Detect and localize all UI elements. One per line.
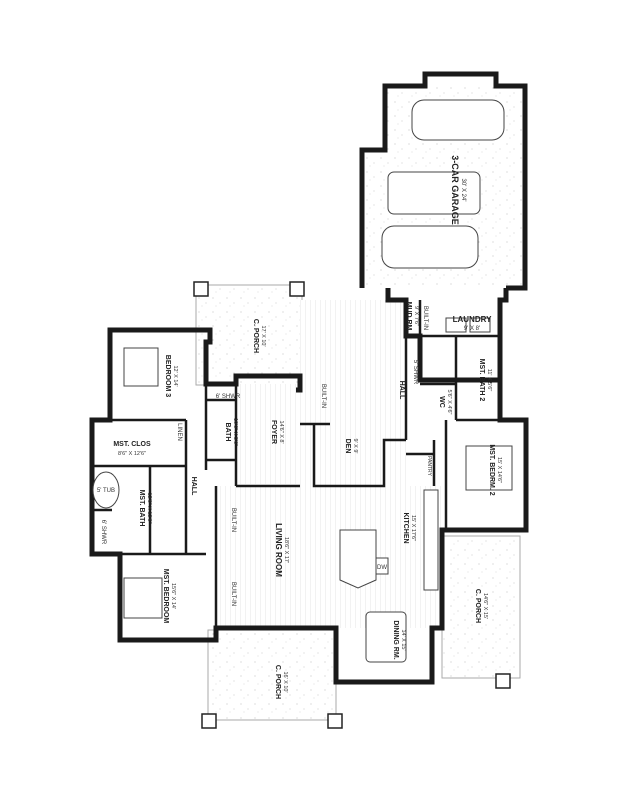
mstbath-label: MST. BATH	[138, 490, 145, 527]
garage-dims: 30' X 24'	[460, 179, 466, 202]
main-exterior-wall	[89, 288, 529, 685]
shower-note-bath2: 5' SHWR	[412, 360, 418, 385]
mstclos-label: MST. CLOS	[113, 441, 151, 448]
porch-top-label: C. PORCH	[252, 319, 259, 353]
washer	[445, 317, 467, 333]
builtin-note-living1: BUILT-IN	[230, 508, 236, 532]
linen-note: LINEN	[176, 423, 182, 441]
builtin-note-mud: BUILT-IN	[422, 306, 428, 330]
porch-bottom-area	[207, 629, 337, 721]
porch-bottom-dims: 16' X 10'	[282, 671, 288, 692]
wc-label: WC	[438, 396, 445, 408]
dishwasher	[375, 557, 389, 575]
foyer-label: FOYER	[270, 420, 277, 444]
porch-bottom-label: C. PORCH	[274, 665, 281, 699]
porch-top-dims: 17' X 10'	[260, 325, 266, 346]
kitchen-label: KITCHEN	[402, 512, 409, 543]
mstbedroom-label: MST. BEDROOM	[162, 569, 169, 624]
dining-table	[365, 611, 407, 663]
bed-mstbedrm2	[465, 445, 513, 491]
mstbath2-label: MST. BATH 2	[478, 359, 485, 402]
wall-den	[312, 424, 406, 488]
mstbath-dims: 12'6" X 12'6"	[146, 492, 152, 523]
hall-left-label: HALL	[190, 477, 197, 496]
dining-label: DINING RM.	[392, 620, 399, 659]
tub-note: 5' TUB	[97, 488, 115, 494]
living-dims: 18'6" X 17'	[283, 537, 289, 563]
wc-dims: 5'6" X 4'6"	[446, 390, 452, 415]
den-dims: 9' X 9'	[352, 439, 358, 454]
hall-right-label: HALL	[398, 381, 405, 400]
dining-dims: 14' X 15'	[400, 629, 406, 650]
builtin-note-hall: BUILT-IN	[320, 384, 326, 408]
shower-note-bath: 6' SHWR	[216, 394, 241, 400]
laundry-dims: 9' X 8'	[464, 326, 480, 332]
garage-label: 3-CAR GARAGE	[450, 155, 460, 225]
car-3	[381, 225, 479, 269]
mstbath2-dims: 11' X 5'6"	[486, 369, 492, 392]
car-1	[411, 99, 505, 141]
wood-floor-main	[216, 486, 442, 628]
kitchen-island	[339, 529, 377, 589]
kitchen-counter-right	[423, 489, 439, 591]
porch-posts	[193, 281, 511, 729]
kitchen-dims: 15' X 17'6"	[410, 515, 416, 541]
mudrm-dims: 9' X 7'6"	[413, 306, 419, 326]
den-label: DEN	[344, 439, 351, 454]
laundry-label: LAUNDRY	[453, 315, 492, 324]
wood-floor-hall	[300, 300, 406, 486]
mstbedroom-dims: 15'6" X 14'	[170, 583, 176, 609]
bed-mstbedroom	[123, 577, 163, 619]
car-2	[387, 171, 481, 215]
bed-bedroom3	[123, 347, 159, 387]
mstclos-dims: 8'6" X 12'6"	[118, 451, 146, 457]
mudrm-label: MUD RM	[405, 302, 412, 331]
shower-note-mstbath: 6' SHWR	[100, 520, 106, 545]
pantry-label: PANTRY	[426, 456, 432, 476]
mstbedrm2-dims: 15' X 14'6"	[496, 457, 502, 483]
dryer	[469, 317, 491, 333]
bedroom3-label: BEDROOM 3	[164, 355, 171, 398]
foyer-dims: 14'6" X 8'	[278, 420, 284, 443]
bath-dims: 10'6" X 5'6"	[232, 418, 238, 446]
porch-right-label: C. PORCH	[474, 589, 481, 623]
tub	[92, 471, 120, 509]
living-label: LIVING ROOM	[274, 523, 283, 577]
bedroom3-dims: 12' X 14'	[172, 365, 178, 386]
garage-walls	[359, 71, 528, 291]
wood-floor-foyer	[236, 384, 300, 484]
porch-right-dims: 14'6" X 15'	[482, 593, 488, 619]
bath-label: BATH	[224, 423, 231, 442]
builtin-note-living2: BUILT-IN	[230, 582, 236, 606]
garage-side-wall	[497, 288, 509, 380]
dw-note: DW	[377, 565, 387, 571]
mstbedrm2-label: MST. BEDRM. 2	[488, 444, 495, 495]
porch-top-area	[195, 284, 303, 386]
